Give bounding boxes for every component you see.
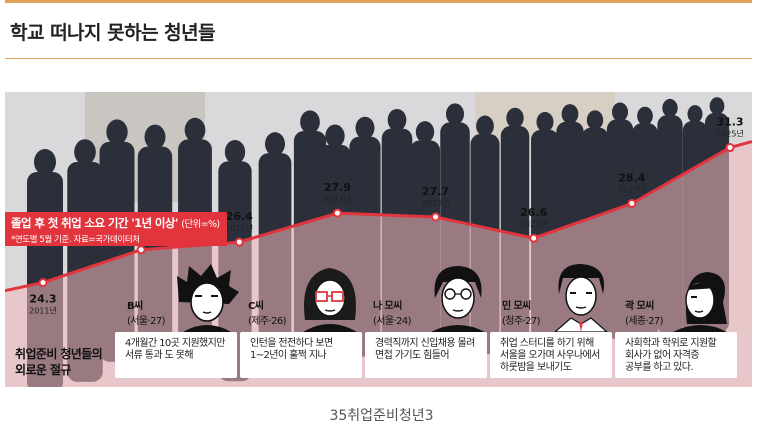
chart-x-tick-label: 2011년: [29, 306, 57, 316]
chart-point: [431, 212, 441, 222]
chart-unit: (단위=%): [181, 219, 220, 230]
crowd-head: [355, 116, 375, 140]
person-min-name: 민 모씨: [502, 301, 531, 312]
crowd-head: [144, 124, 166, 150]
chart-value-label: 28.4: [618, 171, 645, 184]
crowd-head: [687, 105, 703, 123]
chart-source: *연도별 5월 기준. 자료=국가데이터처: [11, 235, 140, 245]
chart-point: [136, 245, 146, 255]
crowd-head: [264, 132, 286, 156]
crowd-head: [34, 149, 56, 175]
person-min-label: 민 모씨 (청주·27): [502, 297, 541, 327]
person-min-illustration: [554, 264, 608, 332]
chart-x-tick-label: 2021년: [520, 219, 548, 229]
crowd-head: [506, 107, 524, 129]
quote-min-text: 취업 스터디를 하기 위해 서울을 오가며 사우나에서 하룻밤을 보내기도: [500, 338, 600, 373]
person-gwak-meta: (세종·27): [625, 316, 664, 327]
crowd-head: [415, 121, 435, 143]
quote-gwak-text: 사회학과 학위로 지원할 회사가 없어 자격증 공부를 하고 있다.: [625, 338, 717, 373]
chart-point: [38, 278, 48, 288]
chart-x-tick-label: 2023년: [618, 184, 646, 194]
crowd-head: [536, 111, 554, 133]
crowd-head: [611, 102, 629, 122]
chart-value-label: 31.3: [716, 116, 743, 129]
chart-x-tick-label: 2017년: [324, 194, 352, 204]
person-na-illustration: [431, 266, 485, 332]
crowd-head: [709, 97, 725, 115]
crowd-head: [476, 115, 494, 137]
crowd-head: [106, 119, 128, 145]
person-b-name: B씨: [127, 301, 143, 312]
person-b-illustration: [177, 264, 239, 332]
chart-headline-box: 졸업 후 첫 취업 소요 기간 '1년 이상' (단위=%) *연도별 5월 기…: [5, 212, 227, 246]
crowd-head: [325, 124, 345, 148]
chart-point: [332, 208, 342, 218]
chart-x-tick-label: 2015년: [225, 223, 253, 233]
quote-c-text: 인턴을 전전하다 보면 1~2년이 훌쩍 지나: [250, 338, 333, 361]
crowd-head: [224, 139, 246, 165]
person-c-illustration: [303, 268, 357, 332]
crowd-head: [586, 110, 604, 130]
chart-x-tick-label: 2019년: [422, 198, 450, 208]
crowd-head: [637, 106, 653, 126]
chart-series-line: [5, 140, 752, 293]
person-gwak-label: 곽 모씨 (세종·27): [625, 297, 664, 327]
chart-value-label: 26.4: [226, 210, 253, 223]
person-c-name: C씨: [248, 301, 264, 312]
crowd-head: [184, 117, 206, 143]
infographic-figure: 24.32011년26.02013년26.42015년27.92017년27.7…: [5, 92, 752, 387]
chart-x-tick-label: 2025년: [716, 129, 744, 139]
title-divider: [5, 58, 752, 59]
person-na-meta: (서울·24): [373, 316, 412, 327]
chart-value-label: 27.9: [324, 181, 351, 194]
crowd-head: [300, 110, 320, 134]
article-title: 학교 떠나지 못하는 청년들: [10, 22, 216, 44]
person-gwak-name: 곽 모씨: [625, 301, 654, 312]
chart-value-label: 27.7: [422, 185, 449, 198]
person-b-meta: (서울·27): [127, 316, 166, 327]
quote-card-b: 4개월간 10곳 지원했지만 서류 통과 도 못해: [115, 332, 237, 378]
quote-card-c: 인턴을 전전하다 보면 1~2년이 훌쩍 지나: [240, 332, 362, 378]
chart-point: [234, 237, 244, 247]
person-na-label: 나 모씨 (서울·24): [373, 297, 412, 327]
chart-point: [529, 233, 539, 243]
quote-na-text: 경력직까지 신입채용 몰려 면접 가기도 힘들어: [375, 338, 475, 361]
person-min-meta: (청주·27): [502, 316, 541, 327]
person-na-name: 나 모씨: [373, 301, 402, 312]
top-accent-rule: [5, 0, 752, 3]
chart-value-label: 26.6: [520, 206, 547, 219]
chart-title-row: 졸업 후 첫 취업 소요 기간 '1년 이상' (단위=%): [11, 215, 221, 231]
person-c-label: C씨 (제주·26): [248, 297, 287, 327]
crowd-head: [445, 103, 465, 125]
quote-card-min: 취업 스터디를 하기 위해 서울을 오가며 사우나에서 하룻밤을 보내기도: [490, 332, 612, 378]
quote-b-text: 4개월간 10곳 지원했지만 서류 통과 도 못해: [125, 338, 225, 361]
person-gwak-illustration: [673, 272, 727, 332]
crowd-head: [74, 139, 96, 165]
quote-card-gwak: 사회학과 학위로 지원할 회사가 없어 자격증 공부를 하고 있다.: [615, 332, 737, 378]
crowd-head: [387, 108, 407, 132]
person-b-label: B씨 (서울·27): [127, 297, 166, 327]
side-title-line2: 외로운 절규: [15, 363, 71, 377]
crowd-head: [561, 104, 579, 124]
person-c-meta: (제주·26): [248, 316, 287, 327]
chart-point: [725, 143, 735, 153]
chart-value-label: 24.3: [29, 293, 56, 306]
side-title-line1: 취업준비 청년들의: [15, 347, 103, 361]
crowd-head: [662, 98, 678, 118]
chart-point: [627, 198, 637, 208]
chart-title: 졸업 후 첫 취업 소요 기간 '1년 이상': [11, 216, 178, 230]
image-caption: 35취업준비청년3: [329, 408, 434, 424]
quote-card-na: 경력직까지 신입채용 몰려 면접 가기도 힘들어: [365, 332, 487, 378]
